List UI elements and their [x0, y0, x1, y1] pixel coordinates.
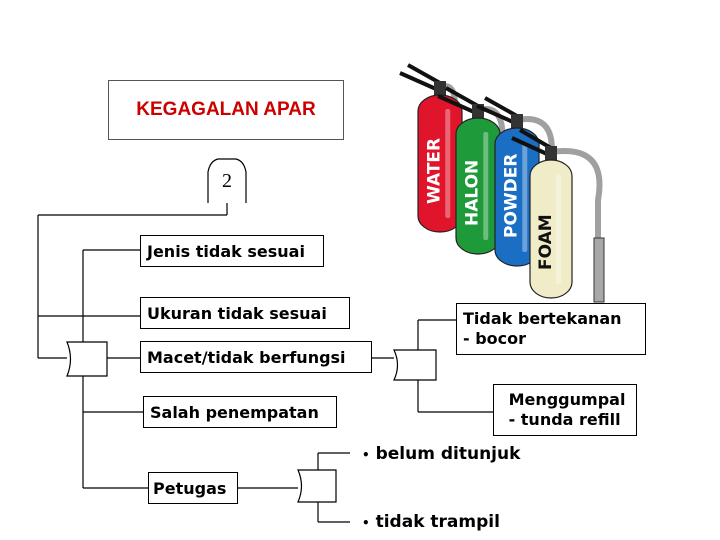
page-number: 2	[222, 170, 232, 192]
bullet-item-tidak-trampil: • tidak trampil	[362, 512, 500, 532]
extinguisher-water: WATER	[399, 63, 463, 233]
extinguisher-foam: FOAM	[511, 128, 605, 303]
subcause-box-tidak-bertekanan: Tidak bertekanan - bocor	[456, 303, 646, 355]
cause-box-petugas: Petugas	[148, 472, 238, 504]
extinguisher-illustration: WATER HALON POWDER FOAM	[399, 63, 605, 303]
cause-box-macet: Macet/tidak berfungsi	[140, 341, 372, 373]
cause-box-jenis: Jenis tidak sesuai	[140, 235, 324, 267]
subcause-box-menggumpal: Menggumpal - tunda refill	[493, 384, 637, 436]
bullet-item-belum-ditunjuk: • belum ditunjuk	[362, 444, 521, 464]
extinguisher-label: POWDER	[502, 154, 522, 238]
cause-box-salah: Salah penempatan	[143, 396, 337, 428]
bullet-icon: •	[362, 516, 370, 530]
cause-box-ukuran: Ukuran tidak sesuai	[140, 297, 350, 329]
extinguisher-label: WATER	[425, 138, 445, 204]
extinguisher-label: HALON	[463, 160, 483, 226]
extinguisher-label: FOAM	[536, 214, 556, 270]
bullet-icon: •	[362, 448, 370, 462]
page-title: KEGAGALAN APAR	[108, 80, 344, 140]
